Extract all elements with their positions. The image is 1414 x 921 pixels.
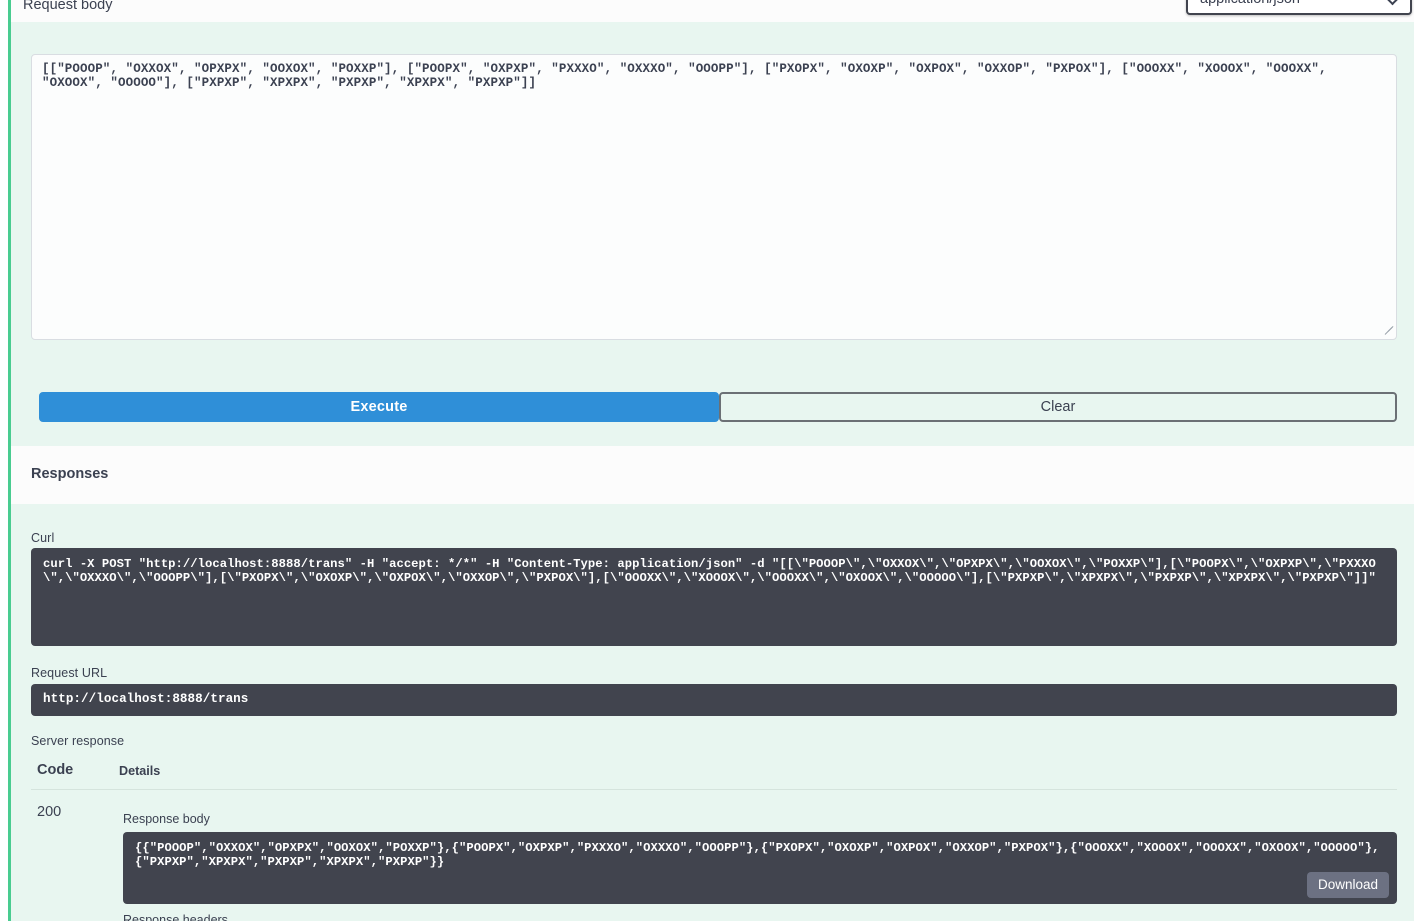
chevron-down-icon bbox=[1387, 0, 1399, 2]
operation-block: Request body application/json [["POOOP",… bbox=[8, 0, 1414, 921]
server-response-label: Server response bbox=[31, 734, 125, 748]
download-button[interactable]: Download bbox=[1306, 872, 1389, 898]
request-url-code-block[interactable]: http://localhost:8888/trans bbox=[31, 684, 1397, 716]
curl-code-block[interactable]: curl -X POST "http://localhost:8888/tran… bbox=[31, 548, 1397, 646]
column-header-code: Code bbox=[37, 762, 74, 778]
response-body-label: Response body bbox=[123, 812, 210, 826]
column-header-details: Details bbox=[119, 764, 161, 778]
response-table-header: Code Details bbox=[31, 762, 1397, 790]
response-headers-label: Response headers bbox=[123, 913, 228, 921]
curl-label: Curl bbox=[31, 531, 55, 545]
content-type-select[interactable]: application/json bbox=[1186, 0, 1412, 15]
request-body-header: Request body application/json bbox=[11, 0, 1414, 22]
response-body-text: {{"POOOP","OXXOX","OPXPX","OOXOX","POXXP… bbox=[135, 841, 1380, 870]
request-body-text: [["POOOP", "OXXOX", "OPXPX", "OOXOX", "P… bbox=[42, 62, 1335, 90]
responses-content: Curl curl -X POST "http://localhost:8888… bbox=[11, 504, 1414, 921]
response-status-code: 200 bbox=[37, 804, 62, 820]
request-body-section: [["POOOP", "OXXOX", "OPXPX", "OOXOX", "P… bbox=[11, 22, 1414, 446]
request-url-label: Request URL bbox=[31, 666, 108, 680]
action-button-row: Execute Clear bbox=[39, 392, 1397, 422]
request-body-input[interactable]: [["POOOP", "OXXOX", "OPXPX", "OOXOX", "P… bbox=[31, 54, 1397, 340]
request-body-label: Request body bbox=[23, 0, 113, 13]
responses-header-bar: Responses bbox=[11, 446, 1414, 504]
responses-title: Responses bbox=[31, 466, 109, 482]
clear-button[interactable]: Clear bbox=[719, 392, 1397, 422]
response-body-code-block[interactable]: {{"POOOP","OXXOX","OPXPX","OOXOX","POXXP… bbox=[123, 832, 1397, 904]
execute-button[interactable]: Execute bbox=[39, 392, 719, 422]
response-details-cell: Response body {{"POOOP","OXXOX","OPXPX",… bbox=[117, 798, 1397, 921]
content-type-value: application/json bbox=[1200, 0, 1300, 7]
textarea-resize-handle[interactable] bbox=[1382, 325, 1394, 337]
request-url-text: http://localhost:8888/trans bbox=[43, 692, 249, 706]
curl-command-text: curl -X POST "http://localhost:8888/tran… bbox=[43, 557, 1376, 586]
